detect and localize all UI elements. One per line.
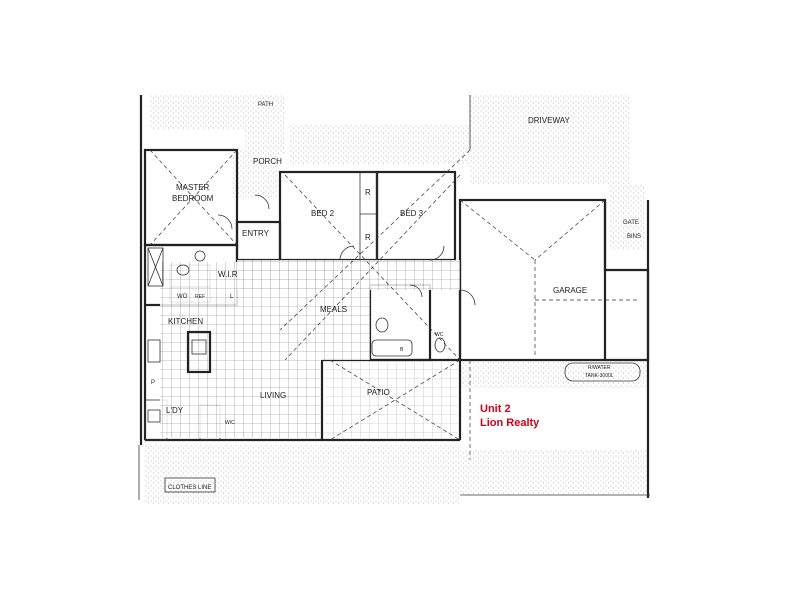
clothes-line-box: [164, 477, 216, 493]
label-entry: ENTRY: [242, 229, 270, 238]
label-kitchen: KITCHEN: [168, 317, 203, 326]
label-laundry: L'DY: [166, 406, 184, 415]
label-driveway: DRIVEWAY: [528, 116, 570, 125]
kitchen-sink: [191, 339, 207, 355]
stove: [147, 339, 161, 363]
label-robe-2: R: [365, 233, 371, 242]
roof-lines: [149, 149, 640, 460]
brand-unit: Unit 2: [480, 403, 511, 415]
tiled-floor: [160, 260, 460, 438]
label-patio: PATIO: [367, 388, 390, 397]
label-living: LIVING: [260, 391, 286, 400]
label-clothes-line: CLOTHES LINE: [168, 485, 211, 491]
label-bins: BINS: [627, 234, 641, 240]
branding: Unit 2 Lion Realty: [480, 403, 540, 429]
kitchen-island: [186, 330, 212, 374]
label-wc: WC: [435, 332, 444, 338]
door-swings: [217, 194, 476, 306]
label-robe-1: R: [365, 188, 371, 197]
label-bed3: BED 3: [400, 209, 424, 218]
label-gate: GATE: [623, 220, 639, 226]
label-tank: TANK-3000L: [585, 373, 614, 379]
label-pantry: P: [151, 380, 155, 386]
label-wir: W.I.R: [218, 270, 238, 279]
brand-agency: Lion Realty: [480, 417, 540, 429]
label-rwater: R/WATER: [588, 365, 611, 371]
bathroom-fixtures: [147, 247, 446, 357]
label-l: L: [230, 294, 234, 300]
label-master-line2: BEDROOM: [172, 194, 214, 203]
label-master-line1: MASTER: [176, 183, 210, 192]
label-wo: WO: [177, 294, 188, 300]
laundry-tub: [147, 409, 161, 423]
label-wc2: W/C: [225, 420, 235, 426]
label-meals: MEALS: [320, 305, 347, 314]
landscape-hatch: [145, 95, 650, 505]
rainwater-tank: [564, 362, 641, 382]
label-garage: GARAGE: [553, 286, 587, 295]
room-labels: PATH DRIVEWAY PORCH MASTER BEDROOM BED 2…: [151, 102, 641, 491]
label-path: PATH: [258, 102, 273, 108]
label-ref: REF: [195, 294, 205, 300]
label-bed2: BED 2: [311, 209, 335, 218]
label-bath-b: B: [400, 347, 404, 353]
label-porch: PORCH: [253, 157, 282, 166]
